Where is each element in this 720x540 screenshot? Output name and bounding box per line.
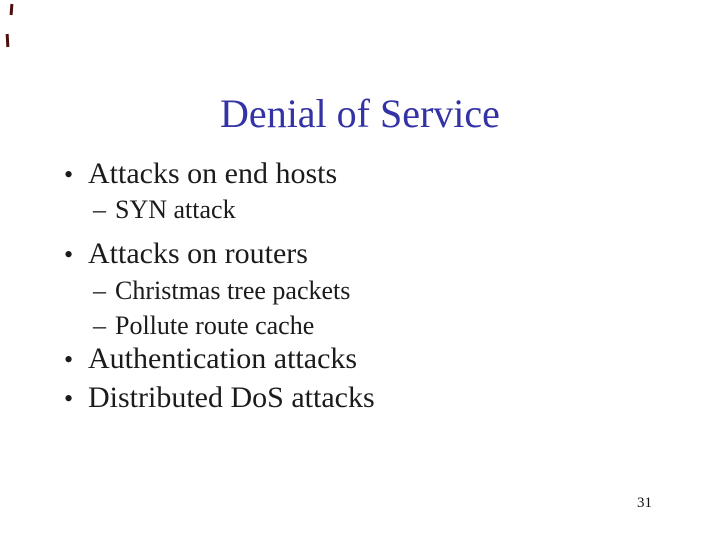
bullet-icon: •: [64, 345, 74, 374]
bullet-item: • Distributed DoS attacks: [0, 383, 720, 413]
dash-icon: –: [93, 311, 106, 340]
bullet-icon: •: [64, 384, 74, 413]
slide-title: Denial of Service: [220, 90, 500, 136]
bullet-text: Distributed DoS attacks: [88, 381, 375, 414]
bullet-item: • Attacks on end hosts: [0, 159, 720, 189]
sub-bullet-item: – SYN attack: [0, 197, 720, 223]
bullet-icon: •: [64, 160, 74, 189]
dash-icon: –: [93, 195, 106, 224]
page-number: 31: [637, 495, 652, 511]
sub-bullet-text: Christmas tree packets: [115, 276, 351, 305]
bullet-text: Attacks on end hosts: [88, 157, 338, 190]
sub-bullet-item: – Pollute route cache: [0, 313, 720, 339]
bullet-text: Authentication attacks: [88, 342, 358, 375]
bullet-icon: •: [64, 240, 74, 269]
bullet-item: • Authentication attacks: [0, 344, 720, 374]
bullet-text: Attacks on routers: [88, 237, 308, 270]
artifact-mark-left-edge: [5, 33, 10, 48]
sub-bullet-text: SYN attack: [115, 195, 236, 224]
bullet-item: • Attacks on routers: [0, 239, 720, 269]
sub-bullet-item: – Christmas tree packets: [0, 278, 720, 304]
dash-icon: –: [93, 276, 106, 305]
sub-bullet-text: Pollute route cache: [115, 311, 315, 340]
artifact-mark-top-left: [9, 3, 14, 16]
